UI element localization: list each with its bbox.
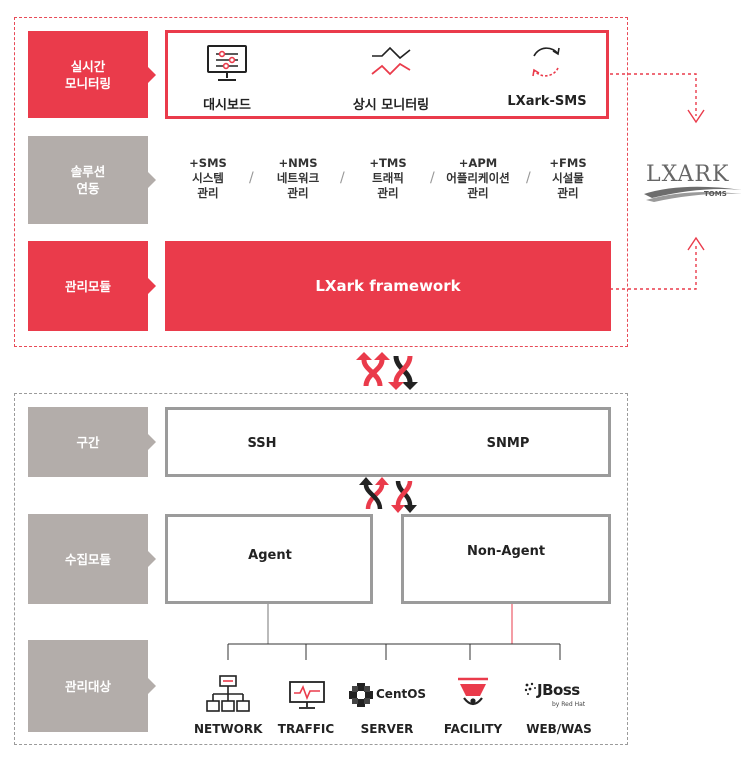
- server-label: SERVER: [360, 722, 414, 736]
- non-agent-box: [401, 514, 611, 604]
- always-monitoring-label: 상시 모니터링: [352, 98, 430, 113]
- jboss-icon: [524, 682, 536, 695]
- collect-module-label: 수집모듈: [64, 551, 111, 567]
- segment-category: 구간: [28, 407, 156, 477]
- logo-name: LXARK: [646, 162, 730, 187]
- realtime-monitoring-box: [165, 30, 609, 119]
- jboss-brand: JBoss: [537, 681, 580, 699]
- solution-integration-label: 솔루션 연동: [70, 164, 106, 196]
- bottom-section-frame: [14, 393, 628, 745]
- solution-integration-category: 솔루션 연동: [28, 136, 156, 224]
- managed-targets-category: 관리대상: [28, 640, 156, 732]
- snmp-label: SNMP: [486, 436, 530, 451]
- collect-module-category: 수집모듈: [28, 514, 156, 604]
- management-module-label: 관리모듈: [64, 278, 111, 294]
- lxark-toms-logo-icon: [644, 186, 742, 202]
- integration-fms: +FMS 시설물 관리: [549, 156, 587, 200]
- agent-label: Agent: [248, 548, 292, 563]
- small-exchange-arrows-icon: [359, 477, 417, 513]
- traffic-label: TRAFFIC: [277, 722, 335, 736]
- managed-targets-label: 관리대상: [64, 678, 111, 694]
- lxark-framework-box: LXark framework: [165, 241, 611, 331]
- lxark-framework-label: LXark framework: [315, 277, 461, 295]
- integration-sms: +SMS 시스템 관리: [189, 156, 227, 200]
- network-label: NETWORK: [194, 722, 263, 736]
- dashboard-label: 대시보드: [203, 98, 251, 113]
- jboss-brand-sub: by Red Hat: [552, 701, 586, 708]
- target-tree-connectors: [227, 604, 561, 660]
- divider-slash: /: [430, 170, 435, 186]
- top-section-frame: [14, 17, 628, 347]
- integration-nms: +NMS 네트워크 관리: [276, 156, 320, 200]
- management-module-category: 관리모듈: [28, 241, 156, 331]
- divider-slash: /: [249, 170, 254, 186]
- realtime-monitoring-category: 실시간 모니터링: [28, 31, 156, 118]
- refresh-cycle-icon: [532, 47, 560, 77]
- network-icon: [206, 675, 250, 712]
- web-was-label: WEB/WAS: [526, 722, 592, 736]
- agent-box: [165, 514, 373, 604]
- segment-label: 구간: [76, 434, 100, 450]
- integration-tms: +TMS 트래픽 관리: [369, 156, 407, 200]
- divider-slash: /: [340, 170, 345, 186]
- centos-icon: [349, 683, 373, 707]
- protocol-box: [165, 407, 611, 477]
- alarm-light-icon: [458, 677, 488, 706]
- realtime-monitoring-label: 실시간 모니터링: [64, 58, 111, 91]
- centos-brand: CentOS: [376, 687, 427, 701]
- divider-slash: /: [526, 170, 531, 186]
- facility-label: FACILITY: [443, 722, 503, 736]
- dashboard-monitor-icon: [207, 45, 247, 81]
- lxark-sms-label: LXark-SMS: [507, 94, 587, 109]
- integration-apm: +APM 어플리케이션 관리: [446, 156, 510, 200]
- line-graph-icon: [371, 46, 411, 76]
- non-agent-label: Non-Agent: [466, 544, 546, 559]
- exchange-arrows-icon: [356, 352, 418, 390]
- logo-sub: TOMS: [704, 190, 727, 198]
- traffic-monitor-icon: [289, 681, 325, 709]
- logo-connectors: [610, 73, 705, 290]
- ssh-label: SSH: [247, 436, 277, 451]
